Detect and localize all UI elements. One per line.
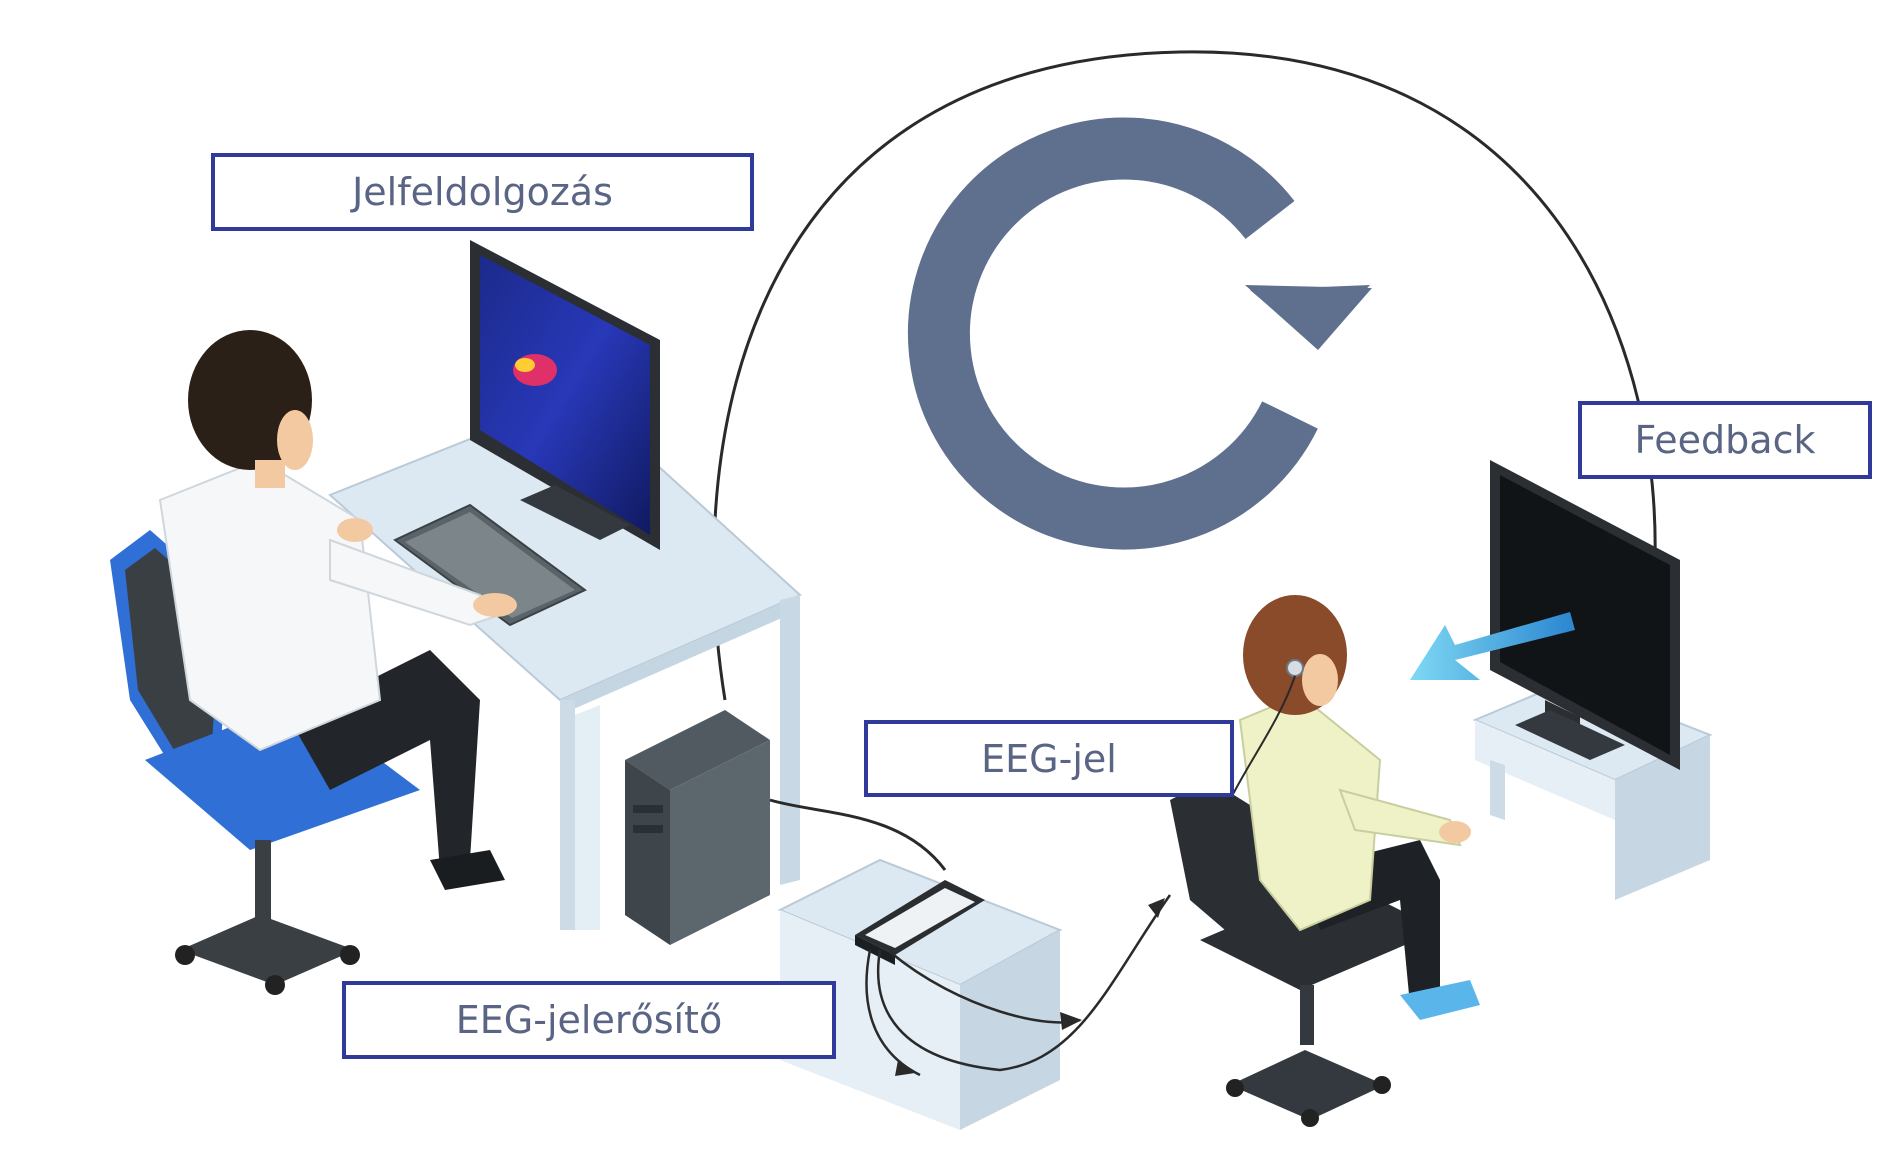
feedback-station (1472, 460, 1713, 900)
feedback-label: Feedback (1578, 401, 1872, 479)
amp-cable-2 (876, 894, 1172, 1072)
eeg-amplifier-label: EEG-jelerősítő (342, 981, 836, 1059)
pc-tower (625, 710, 770, 945)
feedback-arrow-icon (1410, 612, 1575, 680)
signal-processing-label: Jelfeldolgozás (211, 153, 754, 231)
patient-person (1170, 595, 1480, 1127)
operator-person (110, 330, 517, 995)
operator-monitor (470, 240, 660, 550)
cable-arrow-icon (1148, 898, 1165, 918)
eeg-signal-label: EEG-jel (864, 720, 1234, 797)
eeg-amplifier-device (855, 880, 985, 965)
cable-arrow-icon (1060, 1012, 1082, 1030)
pc-to-amp-cable (769, 798, 947, 871)
cycle-arrow-icon (907, 117, 1372, 550)
cable-arrow-icon (895, 1060, 915, 1076)
loop-cable (712, 50, 1657, 701)
